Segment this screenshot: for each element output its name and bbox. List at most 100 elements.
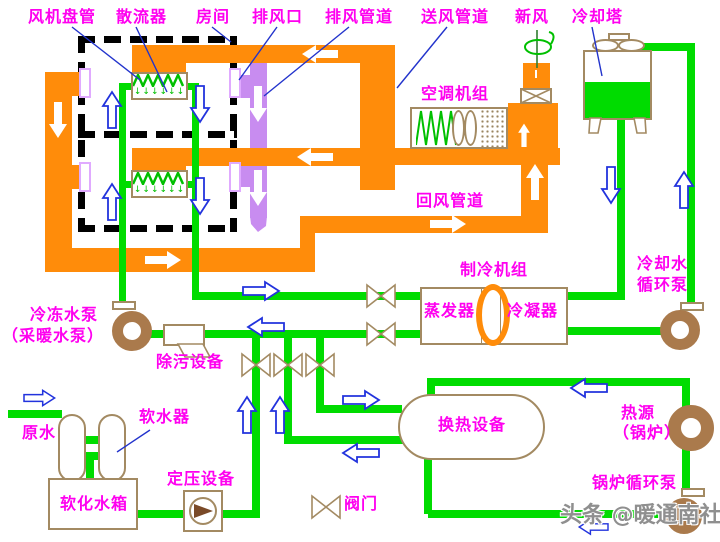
waterflow-arrow [190,85,210,123]
label-water-softener: 软水器 [139,407,191,426]
label-cooling-water-pump-2: 循环泵 [637,275,689,294]
supply-vent-left-room2 [79,162,91,192]
valve-icon [241,352,271,378]
pipe-condenser-bottom [568,327,665,335]
boiler-pump-flange [681,488,705,497]
pipe-coil-left-vertical [119,83,126,303]
waterflow-arrow [190,177,210,215]
fresh-air-fan-icon [524,39,552,55]
label-diffuser: 散流器 [116,7,168,26]
airflow-arrow [526,164,544,200]
chilled-pump-flange [112,301,136,310]
valve-icon [273,352,303,378]
pipe-softener-bar1 [72,436,112,444]
damper-x-icon [520,88,552,104]
pointer-line [396,26,448,89]
pipe-hx-top-in [316,405,402,413]
supply-drop-room1 [132,45,186,75]
pipe-raw-water [8,410,62,418]
pipe-hx-bottom-stub [424,456,432,514]
pointer-line [116,429,151,453]
label-evaporator: 蒸发器 [424,301,476,320]
airflow-arrow [430,215,466,233]
pointer-line [135,26,168,93]
waterflow-arrow [23,389,56,407]
pointer-line [263,26,350,97]
diffuser-arrows-icon: ↓↓↓↓↓↓ [133,185,186,195]
pipe-condenser-top [568,292,625,300]
supply-duct-top-band [132,45,395,63]
coil-zigzag-icon [133,172,185,185]
waterflow-arrow [570,378,608,398]
exhaust-arrow [249,86,267,122]
label-pressure-device: 定压设备 [167,469,236,488]
pointer-line [71,26,141,81]
valve-icon [366,283,396,309]
airflow-arrow [49,102,67,138]
softener-tank-1 [58,414,86,482]
pipe-hot-top [427,378,690,386]
waterflow-arrow [270,396,290,434]
label-cooling-tower: 冷却塔 [572,7,624,26]
room-wall-bottom [78,225,237,232]
pressure-impeller-icon [194,504,213,518]
pipe-tower-top [640,43,695,51]
exhaust-vent-room2 [229,162,241,192]
waterflow-arrow [102,183,122,221]
pipe-evaporator-supply [192,292,422,300]
pipe-drop-1 [252,338,260,518]
fan-coil-unit-2: ↓↓↓↓↓↓ [131,170,188,198]
soft-water-tank-box [48,478,138,530]
exhaust-vent-room1 [229,68,241,98]
ahu-fan-icon [464,110,477,146]
waterflow-arrow [242,281,280,301]
fresh-air-fan-icon [548,31,555,45]
pointer-line [238,26,278,81]
airflow-arrow [297,148,333,166]
label-chilled-pump-1: 冷冻水泵 [30,305,99,324]
ahu-coil-icon [416,110,456,146]
pipe-evaporator-return [148,330,422,338]
label-fan-coil: 风机盘管 [28,7,97,26]
pipe-hx-top-stub [427,378,435,398]
pipe-hot-bottom [428,510,668,518]
exhaust-arrow [249,170,267,206]
pipe-boiler-out [682,448,690,488]
valve-icon [305,352,335,378]
room-wall-top [78,36,237,43]
boiler-circulation-pump [666,498,702,534]
tower-legs [588,117,647,134]
waterflow-arrow [102,91,122,129]
pipe-tower-down [617,120,625,300]
supply-duct-ahu-column [360,45,395,190]
watermark: 头条 @暖通南社 [560,503,720,528]
pipe-softener-down [86,456,94,482]
valve-legend-icon [311,494,341,520]
airflow-arrow [518,123,530,147]
label-cooling-water-pump-1: 冷却水 [637,254,689,273]
tower-fan-icon [618,39,645,52]
label-heat-exchanger: 换热设备 [438,415,507,434]
waterflow-arrow [674,171,694,209]
waterflow-arrow [247,317,285,337]
label-chiller-unit: 制冷机组 [460,260,529,279]
return-duct-upper-band [300,216,548,233]
boiler [668,405,714,451]
airflow-arrow [145,251,181,269]
heat-exchanger-vessel [398,394,545,460]
coil-zigzag-icon [133,74,185,87]
label-exhaust-outlet: 排风口 [252,7,304,26]
label-dirt-separator: 除污设备 [156,352,225,371]
label-supply-duct: 送风管道 [421,7,490,26]
label-ahu: 空调机组 [421,84,490,103]
pointer-line [211,26,232,43]
exhaust-duct-tip [250,216,267,232]
cooling-water-pump [660,310,700,350]
pipe-drop-2 [284,338,292,444]
supply-vent-left-room1 [79,68,91,98]
label-return-duct: 回风管道 [416,191,485,210]
pipe-boiler-in [682,378,690,408]
fresh-air-duct [523,63,550,163]
pipe-pressure-to-main [222,510,260,518]
